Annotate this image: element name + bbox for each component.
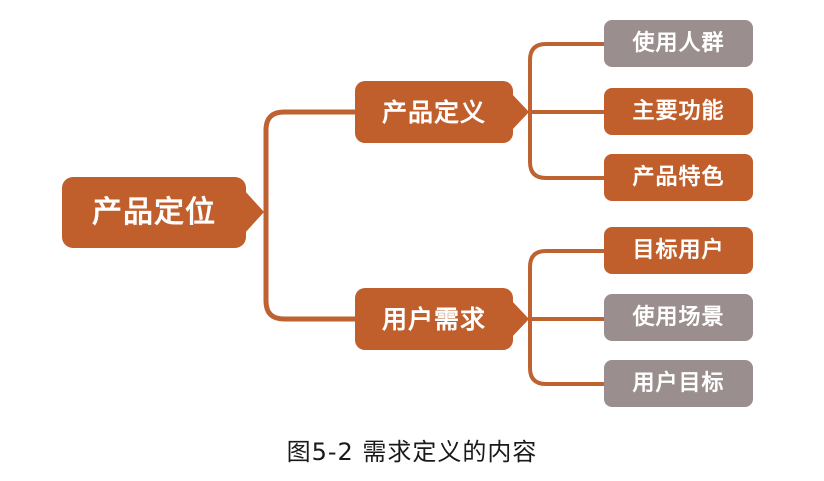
node-branch-user-need[interactable]: 用户需求: [355, 288, 513, 350]
node-leaf-target-users[interactable]: 目标用户: [604, 227, 753, 274]
node-leaf-product-characteristics-label: 产品特色: [632, 164, 725, 190]
node-leaf-user-group-label: 使用人群: [632, 30, 725, 56]
node-root-product-positioning[interactable]: 产品定位: [62, 177, 246, 248]
node-leaf-target-users-label: 目标用户: [632, 237, 725, 263]
connector-user-need-to-leaf-3: [528, 249, 608, 321]
node-leaf-main-features[interactable]: 主要功能: [604, 88, 753, 135]
node-leaf-product-characteristics[interactable]: 产品特色: [604, 154, 753, 201]
connector-product-definition-to-leaf-0: [528, 42, 608, 114]
node-leaf-usage-scenarios[interactable]: 使用场景: [604, 294, 753, 341]
node-leaf-user-goals[interactable]: 用户目标: [604, 360, 753, 407]
node-leaf-main-features-label: 主要功能: [632, 98, 725, 124]
node-leaf-user-goals-label: 用户目标: [632, 370, 725, 396]
node-leaf-user-group[interactable]: 使用人群: [604, 20, 753, 67]
connector-root-to-user-need: [263, 209, 360, 322]
node-branch-user-need-label: 用户需求: [381, 304, 486, 334]
connector-root-to-product-definition: [263, 109, 360, 215]
node-leaf-usage-scenarios-label: 使用场景: [632, 304, 725, 330]
node-branch-product-definition[interactable]: 产品定义: [355, 81, 513, 143]
connector-product-definition-to-leaf-2: [528, 110, 608, 180]
node-root-label: 产品定位: [92, 194, 216, 230]
connector-user-need-to-leaf-5: [528, 317, 608, 386]
figure-caption: 图5-2 需求定义的内容: [286, 438, 538, 466]
arrow-tab-root: [244, 190, 264, 234]
node-branch-product-definition-label: 产品定义: [381, 97, 486, 127]
arrow-tab-product-definition: [511, 93, 529, 131]
arrow-tab-user-need: [511, 300, 529, 338]
